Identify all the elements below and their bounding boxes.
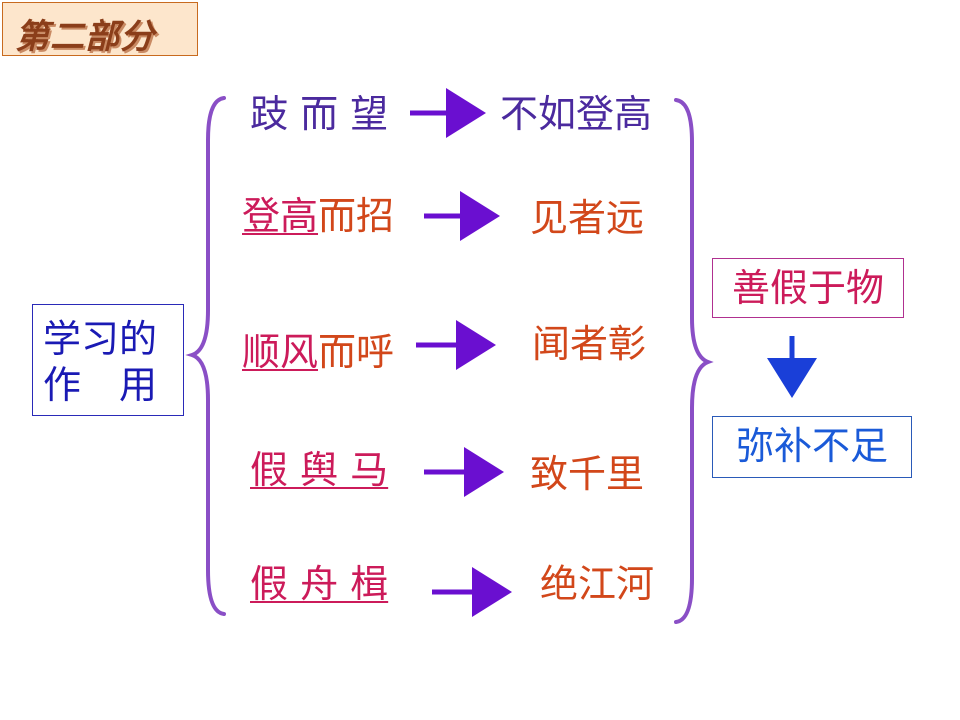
row4-left: 假 舆 马 — [250, 448, 388, 492]
row5-left: 假 舟 楫 — [250, 562, 388, 606]
section-label-box: 第二部分 — [2, 2, 198, 57]
row3-left-underlined: 顺风 — [242, 330, 319, 374]
right-brace — [674, 98, 714, 624]
row2-left: 登高而招 — [242, 194, 394, 238]
result-top-text: 善假于物 — [731, 266, 884, 310]
row3-left: 顺风而呼 — [242, 330, 394, 374]
result-box-bottom: 弥补不足 — [712, 416, 912, 478]
section-label: 第二部分 — [15, 17, 155, 57]
row5-right: 绝江河 — [540, 562, 655, 606]
row3-left-rest: 而呼 — [318, 330, 395, 374]
row4-left-underlined: 假 舆 马 — [250, 448, 389, 492]
row2-left-underlined: 登高 — [242, 194, 319, 238]
row1-left: 跂 而 望 — [250, 92, 389, 136]
row3-right: 闻者彰 — [532, 322, 647, 366]
left-topic-line1: 学习的 — [43, 317, 158, 361]
row5-left-underlined: 假 舟 楫 — [250, 562, 389, 606]
row2-right: 见者远 — [530, 196, 645, 240]
left-topic-line2: 作 用 — [43, 363, 158, 407]
row2-left-rest: 而招 — [318, 194, 395, 238]
result-box-top: 善假于物 — [712, 258, 904, 318]
result-bottom-text: 弥补不足 — [735, 424, 888, 468]
left-topic-box: 学习的 作 用 — [32, 304, 184, 416]
left-brace — [185, 96, 226, 616]
row1-right: 不如登高 — [500, 92, 653, 136]
row4-right: 致千里 — [530, 452, 645, 496]
